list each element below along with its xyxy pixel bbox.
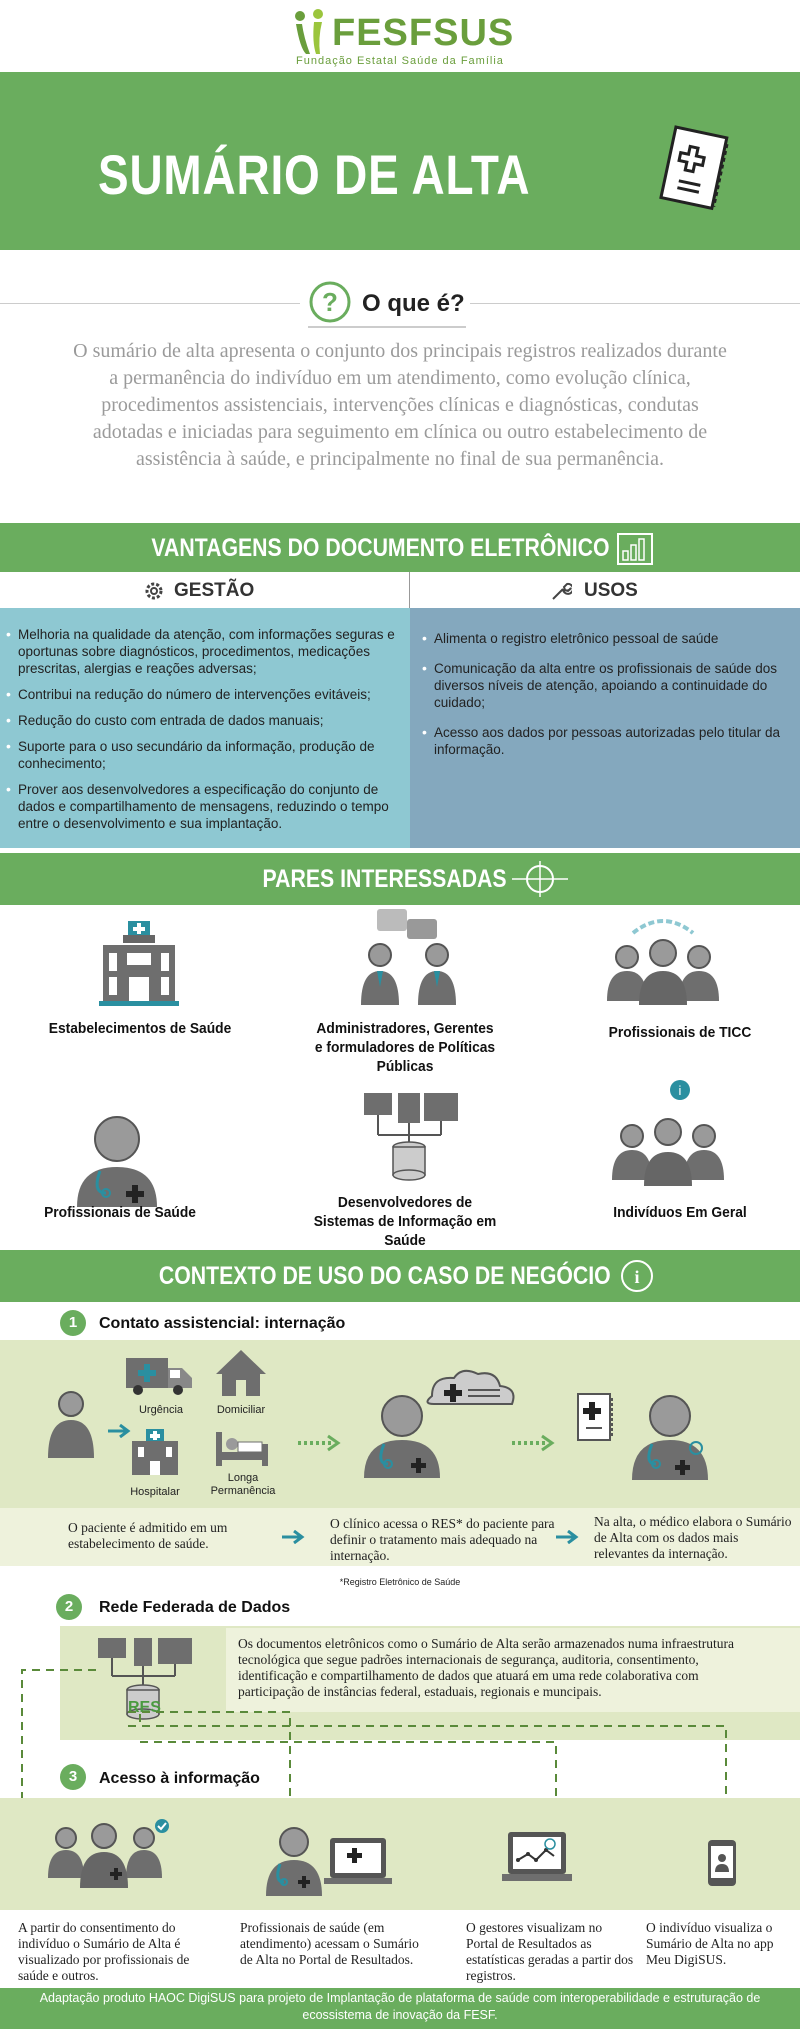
header-logo: FESFSUS Fundação Estatal Saúde da Famíli… [0, 0, 800, 72]
advantages-banner: VANTAGENS DO DOCUMENTO ELETRÔNICO [0, 523, 800, 573]
list-item: Acesso aos dados por pessoas autorizadas… [418, 724, 793, 758]
place-label: Domiciliar [216, 1404, 266, 1416]
page-title: SUMÁRIO DE ALTA [98, 143, 531, 206]
context-title: CONTEXTO DE USO DO CASO DE NEGÓCIO [159, 1262, 611, 1290]
place-label: Longa Permanência [210, 1472, 276, 1497]
footer: Adaptação produto HAOC DigiSUS para proj… [0, 1988, 800, 2029]
ambulance-icon [126, 1358, 192, 1395]
svg-text:i: i [634, 1267, 639, 1287]
list-item: Melhoria na qualidade da atenção, com in… [2, 626, 402, 677]
step1-text: O clínico acessa o RES* do paciente para… [330, 1516, 555, 1563]
management-title: GESTÃO [174, 580, 255, 601]
step3-text: O gestores visualizam no Portal de Resul… [466, 1920, 634, 1983]
step-title: Rede Federada de Dados [99, 1599, 291, 1616]
fesf-logo-icon [295, 9, 323, 54]
stakeholder-label: Estabelecimentos de Saúde [48, 1020, 232, 1037]
list-item: Alimenta o registro eletrônico pessoal d… [418, 630, 793, 647]
step1-text: O paciente é admitido em um estabelecime… [68, 1520, 228, 1551]
arrow-icon [108, 1424, 131, 1438]
clinician-cloud-icon [364, 1369, 515, 1478]
target-icon [512, 861, 568, 897]
stakeholder-label: Indivíduos Em Geral [613, 1204, 747, 1221]
brand-name: FESFSUS [332, 12, 515, 54]
arrow-icon [282, 1530, 305, 1544]
step-title: Acesso à informação [99, 1770, 260, 1787]
svg-text:?: ? [322, 287, 338, 317]
step3-text: A partir do consentimento do indivíduo o… [18, 1920, 190, 1983]
managers-icon [361, 909, 456, 1005]
footer-text: Adaptação produto HAOC DigiSUS para proj… [39, 1991, 761, 2022]
uses-title: USOS [584, 580, 638, 601]
management-panel: Melhoria na qualidade da atenção, com in… [0, 608, 410, 848]
step-title: Contato assistencial: internação [99, 1315, 346, 1332]
stakeholder-label: Profissionais de Saúde [44, 1204, 196, 1221]
wrench-icon [552, 582, 572, 600]
dotted-arrow-icon [298, 1434, 341, 1452]
place-label: Hospitalar [130, 1486, 180, 1498]
uses-header: USOS [410, 572, 800, 609]
list-item: Prover aos desenvolvedores a especificaç… [2, 781, 402, 832]
smartphone-icon [708, 1840, 736, 1886]
individuals-icon: i [612, 1080, 724, 1186]
laptop-chart-icon [502, 1832, 572, 1881]
stakeholder-label: Administradores, Gerentes e formuladores… [314, 1020, 496, 1075]
stakeholders-title: PARES INTERESSADAS [262, 865, 508, 893]
brand-subtitle: Fundação Estatal Saúde da Família [296, 55, 504, 67]
stakeholder-label: Desenvolvedores de Sistemas de Informaçã… [313, 1194, 497, 1249]
doctor-laptop-icon [266, 1827, 392, 1896]
list-item: Contribui na redução do número de interv… [2, 686, 402, 703]
doctor-summary-icon [577, 1393, 708, 1480]
it-professionals-icon [607, 919, 719, 1005]
step-number: 1 [60, 1310, 86, 1336]
step3-text: O indivíduo visualiza o Sumário de Alta … [646, 1920, 774, 1967]
what-description: O sumário de alta apresenta o conjunto d… [73, 340, 727, 470]
hero-banner: SUMÁRIO DE ALTA [0, 72, 800, 250]
footnote: *Registro Eletrônico de Saúde [339, 1577, 461, 1587]
uses-list: Alimenta o registro eletrônico pessoal d… [418, 630, 793, 767]
step-number: 2 [56, 1594, 82, 1620]
place-label: Urgência [138, 1404, 184, 1416]
uses-panel: Alimenta o registro eletrônico pessoal d… [410, 608, 800, 848]
gear-icon [145, 582, 163, 600]
res-network-icon [98, 1638, 192, 1720]
home-icon [216, 1350, 266, 1396]
step2-text: Os documentos eletrônicos como o Sumário… [238, 1636, 734, 1699]
step3-text: Profissionais de saúde (em atendimento) … [240, 1920, 419, 1967]
list-item: Redução do custo com entrada de dados ma… [2, 712, 402, 729]
context-banner: CONTEXTO DE USO DO CASO DE NEGÓCIO i [0, 1250, 800, 1302]
svg-text:i: i [679, 1083, 682, 1098]
what-is-section: ? O que é? O sumário de alta apresenta o… [0, 250, 800, 518]
step-number: 3 [60, 1764, 86, 1790]
patient-icon [48, 1391, 94, 1458]
chart-icon [617, 533, 653, 565]
arrow-icon [556, 1530, 579, 1544]
developers-icon [364, 1093, 458, 1181]
res-label: RES [128, 1699, 161, 1716]
management-header: GESTÃO [0, 572, 410, 609]
individuals-icon [48, 1819, 169, 1888]
medical-document-icon [659, 125, 729, 211]
advantages-title: VANTAGENS DO DOCUMENTO ELETRÔNICO [150, 534, 610, 562]
step2-text-box [226, 1628, 800, 1712]
stakeholders-section: Estabelecimentos de Saúde Administradore… [0, 905, 800, 1249]
stakeholder-label: Profissionais de TICC [608, 1024, 752, 1041]
question-icon: ? [309, 281, 351, 323]
doctor-icon [77, 1116, 157, 1207]
management-list: Melhoria na qualidade da atenção, com in… [2, 626, 402, 841]
step1-text: Na alta, o médico elabora o Sumário de A… [594, 1514, 792, 1561]
dotted-arrow-icon [512, 1434, 555, 1452]
hospital-small-icon [132, 1429, 178, 1475]
bed-icon [216, 1432, 268, 1466]
stakeholders-banner: PARES INTERESSADAS [0, 853, 800, 905]
info-icon: i [621, 1260, 653, 1292]
step1-text-row [0, 1508, 800, 1566]
section-title: O que é? [362, 290, 465, 317]
list-item: Suporte para o uso secundário da informa… [2, 738, 402, 772]
hospital-icon [99, 921, 179, 1006]
list-item: Comunicação da alta entre os profissiona… [418, 660, 793, 711]
